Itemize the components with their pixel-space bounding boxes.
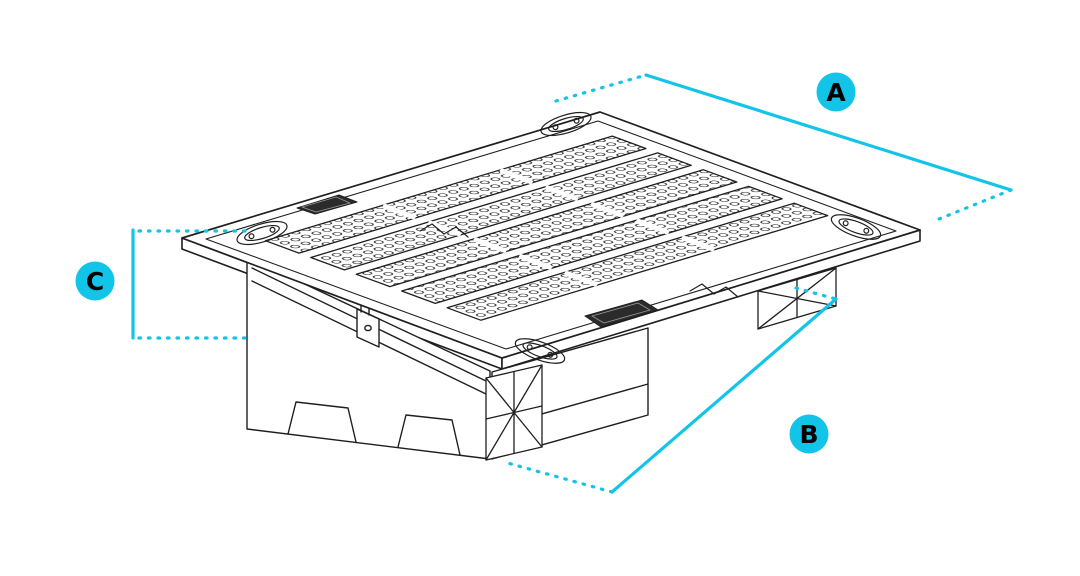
drawer-notch-right — [397, 414, 461, 456]
lattice-bracket-front — [485, 364, 543, 461]
dimension-badges: A B C — [75, 72, 856, 454]
drawer-latch — [356, 308, 380, 348]
tie-down-fitting — [540, 111, 592, 137]
panel-row — [446, 202, 829, 321]
keypad-grid — [591, 302, 651, 324]
cable-channel — [689, 283, 739, 298]
badge-a-circle — [816, 72, 856, 112]
latch-keyhole — [364, 324, 372, 332]
dim-b-extension-top — [794, 286, 838, 301]
dimension-lines — [131, 73, 1013, 494]
dimension-label-a: A — [826, 78, 846, 107]
corner-fittings — [236, 111, 882, 364]
perforated-panels — [264, 135, 829, 321]
dim-a-extension-right — [932, 188, 1013, 223]
tie-down-fitting — [830, 214, 882, 240]
base-cabinet — [246, 256, 649, 460]
badge-b-circle — [789, 414, 829, 454]
dimension-badge-b: B — [789, 414, 829, 454]
deck-rim — [205, 120, 897, 350]
dim-a-solid — [644, 73, 1013, 192]
keypad-grid — [301, 196, 351, 213]
panel-row — [310, 152, 692, 271]
panel-row — [355, 169, 738, 288]
lattice-bracket-right — [757, 267, 837, 330]
keypads — [296, 194, 659, 328]
badge-c-circle — [75, 261, 115, 301]
cable-channels — [419, 223, 739, 298]
dim-b-solid — [610, 297, 838, 494]
panel-row — [264, 135, 647, 254]
truck-bed-drawer-illustration — [181, 111, 921, 461]
drawer-notch-left — [287, 401, 357, 443]
dimension-badge-c: C — [75, 261, 115, 301]
panel-row — [401, 185, 783, 305]
tie-down-fitting — [236, 220, 288, 246]
tie-down-fitting — [514, 338, 566, 364]
dimension-label-c: C — [86, 267, 104, 296]
lattice-brackets — [485, 267, 837, 461]
dimension-label-b: B — [799, 420, 818, 449]
keypad-plate — [584, 299, 659, 328]
dim-a-extension-left — [554, 73, 648, 103]
cable-channel — [419, 223, 469, 238]
panel-segment-gaps — [382, 168, 715, 287]
dimension-badge-a: A — [816, 72, 856, 112]
dim-b-extension-bottom — [502, 460, 614, 494]
